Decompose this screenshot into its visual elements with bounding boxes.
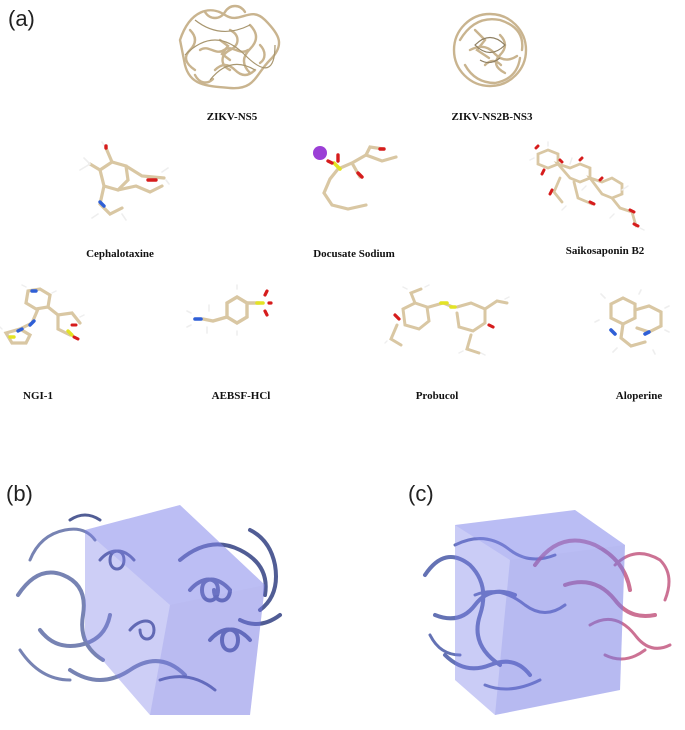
probucol-molecule: [384, 284, 510, 356]
zikv-ns2b-ns3-structure: [452, 12, 528, 88]
caption-ngi-1: NGI-1: [23, 390, 53, 402]
ngi-1-molecule: [0, 284, 85, 345]
caption-saikosaponin-b2: Saikosaponin B2: [565, 245, 645, 257]
panel-label-a: (a): [8, 6, 35, 31]
caption-aloperine: Aloperine: [615, 390, 663, 402]
caption-zikv-ns2b-ns3: ZIKV-NS2B-NS3: [451, 111, 533, 123]
caption-zikv-ns5: ZIKV-NS5: [206, 111, 258, 123]
cephalotaxine-molecule: [79, 141, 170, 221]
caption-cephalotaxine: Cephalotaxine: [86, 248, 154, 260]
aebsf-hcl-molecule: [186, 284, 273, 336]
caption-aebsf-hcl: AEBSF-HCl: [211, 390, 271, 402]
docusate-sodium-molecule: [313, 145, 398, 211]
panel-label-b: (b): [6, 481, 33, 506]
panel-label-c: (c): [408, 481, 434, 506]
aloperine-molecule: [594, 289, 670, 355]
saikosaponin-b2-molecule: [529, 141, 645, 231]
zikv-ns5-structure: [178, 4, 281, 90]
caption-docusate-sodium: Docusate Sodium: [313, 248, 395, 260]
ns2b-ns3-grid-box-view: [423, 510, 672, 715]
caption-probucol: Probucol: [415, 390, 459, 402]
ns5-grid-box-view: [16, 505, 282, 715]
